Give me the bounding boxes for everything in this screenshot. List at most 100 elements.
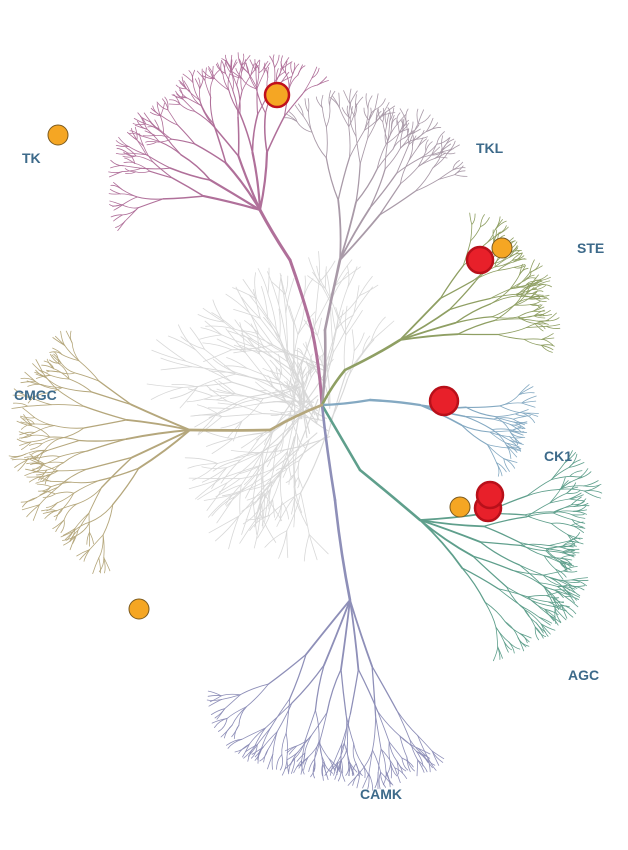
- branch-tkl: [386, 112, 390, 126]
- branch-tk: [127, 152, 147, 156]
- branch-camk: [304, 709, 316, 741]
- branch-cmgc: [31, 464, 43, 472]
- branch-tkl: [374, 93, 379, 111]
- branch-other: [265, 389, 285, 399]
- branch-cmgc: [36, 476, 51, 482]
- branch-agc: [542, 574, 566, 582]
- branch-camk: [399, 735, 408, 758]
- branch-tk: [241, 55, 251, 67]
- branch-agc: [559, 478, 579, 490]
- branch-tk: [239, 112, 254, 154]
- branch-ste: [532, 285, 547, 290]
- branch-tk: [113, 182, 123, 190]
- branch-tk: [118, 136, 130, 147]
- branch-other: [203, 495, 232, 501]
- branch-tk: [149, 170, 173, 179]
- branch-tk: [280, 61, 287, 74]
- branch-other: [167, 335, 197, 351]
- branch-camk: [337, 742, 345, 763]
- branch-other: [302, 354, 314, 364]
- branch-agc: [583, 483, 602, 488]
- branch-tk: [311, 66, 318, 79]
- branch-agc: [550, 522, 572, 526]
- branch-ste: [320, 368, 347, 407]
- branch-other: [233, 344, 254, 351]
- branch-agc: [559, 561, 572, 565]
- branch-other: [256, 298, 277, 330]
- branch-cmgc: [76, 549, 90, 557]
- branch-cmgc: [86, 456, 133, 470]
- branch-other: [269, 359, 283, 375]
- branch-agc: [568, 540, 584, 545]
- branch-tkl: [364, 109, 376, 131]
- branch-cmgc: [31, 434, 51, 438]
- branch-ste: [513, 293, 527, 306]
- branch-cmgc: [34, 417, 55, 426]
- branch-cmgc: [50, 462, 64, 475]
- branch-other: [278, 354, 283, 375]
- branch-camk: [267, 653, 307, 685]
- branch-camk: [371, 665, 377, 717]
- branch-cmgc: [53, 425, 85, 429]
- branch-camk: [284, 745, 298, 752]
- branch-ste: [538, 314, 552, 317]
- branch-cmgc: [137, 429, 191, 470]
- branch-camk: [396, 709, 411, 741]
- branch-tk: [137, 120, 148, 130]
- branch-tkl: [425, 117, 434, 132]
- branch-cmgc: [13, 388, 30, 397]
- branch-other: [248, 294, 269, 320]
- branch-tkl: [400, 133, 411, 149]
- branch-tkl: [425, 122, 438, 132]
- branch-camk: [374, 772, 379, 789]
- branch-cmgc: [21, 423, 35, 430]
- branch-tkl: [414, 167, 434, 192]
- branch-tk: [152, 161, 173, 179]
- branch-tk: [149, 121, 160, 130]
- branch-tkl: [315, 96, 323, 109]
- branch-other: [297, 367, 302, 398]
- branch-tk: [310, 328, 324, 407]
- branch-tk: [182, 98, 196, 112]
- branch-cmgc: [78, 438, 128, 442]
- branch-camk: [340, 599, 351, 671]
- branch-camk: [362, 773, 370, 789]
- branch-tk: [110, 184, 123, 190]
- branch-camk: [368, 749, 373, 774]
- branch-agc: [553, 512, 573, 520]
- branch-ste: [491, 304, 515, 318]
- label-tkl: TKL: [476, 140, 504, 156]
- branch-other: [294, 496, 308, 526]
- branch-ck1: [507, 447, 522, 452]
- branch-camk: [401, 757, 409, 771]
- branch-tk: [237, 52, 242, 67]
- branch-agc: [517, 637, 525, 652]
- branch-agc: [549, 498, 570, 504]
- branch-cmgc: [89, 531, 94, 545]
- branch-tkl: [369, 168, 386, 209]
- branch-camk: [305, 599, 351, 656]
- branch-other: [281, 374, 302, 398]
- branch-agc: [545, 548, 564, 552]
- branch-camk: [251, 746, 264, 755]
- branch-other: [308, 534, 329, 555]
- branch-other: [246, 336, 260, 355]
- branch-ck1: [509, 436, 524, 439]
- branch-agc: [525, 502, 551, 518]
- branch-tk: [256, 72, 265, 89]
- branch-ste: [497, 266, 515, 271]
- branch-cmgc: [57, 492, 75, 504]
- label-ck1: CK1: [544, 448, 573, 464]
- branch-cmgc: [14, 459, 28, 468]
- red-marker: [428, 385, 460, 417]
- branch-cmgc: [131, 429, 191, 459]
- branch-tkl: [382, 121, 389, 142]
- branch-agc: [548, 540, 570, 546]
- branch-tk: [110, 159, 124, 167]
- branch-tkl: [377, 108, 384, 122]
- branch-tk: [241, 74, 252, 92]
- branch-tk: [237, 90, 243, 118]
- branch-other: [227, 330, 254, 340]
- branch-other: [241, 297, 261, 319]
